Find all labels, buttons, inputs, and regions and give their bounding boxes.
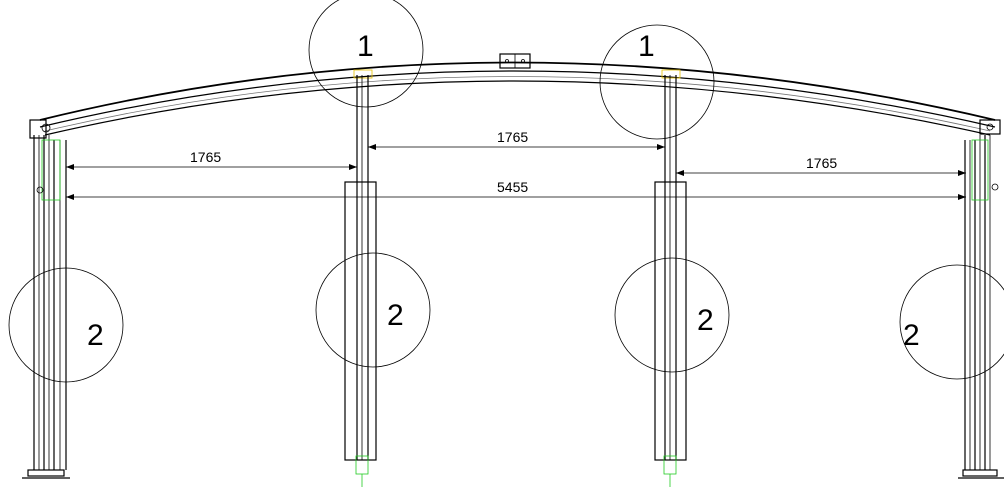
- callout-label-post-right-outer: 2: [903, 319, 920, 352]
- dimension-lines: [66, 144, 966, 200]
- post-right-inner: [654, 69, 687, 487]
- callout-circle-post-right-outer: [899, 264, 1004, 380]
- post-right-outer: [958, 119, 1004, 479]
- callout-circle-post-left-inner: [315, 252, 431, 368]
- callout-circle-post-right-inner: [614, 257, 730, 373]
- callout-label-roof-left: 1: [357, 30, 374, 63]
- callout-label-roof-right: 1: [638, 30, 655, 63]
- dim-left-bay: 1765: [190, 149, 221, 165]
- callout-circle-roof-left: [308, 0, 424, 108]
- dim-overall: 5455: [497, 179, 528, 195]
- callout-label-post-right-inner: 2: [697, 304, 714, 337]
- callout-circle-roof-right: [599, 24, 715, 140]
- callout-circles: [8, 0, 1004, 383]
- callout-label-post-left-outer: 2: [87, 319, 104, 352]
- post-left-outer: [22, 119, 70, 479]
- post-left-inner: [344, 69, 377, 487]
- roof-arch: [39, 53, 996, 136]
- dim-right-bay: 1765: [806, 155, 837, 171]
- callout-label-post-left-inner: 2: [387, 299, 404, 332]
- dim-middle-bay: 1765: [497, 129, 528, 145]
- callout-circle-post-left-outer: [8, 267, 124, 383]
